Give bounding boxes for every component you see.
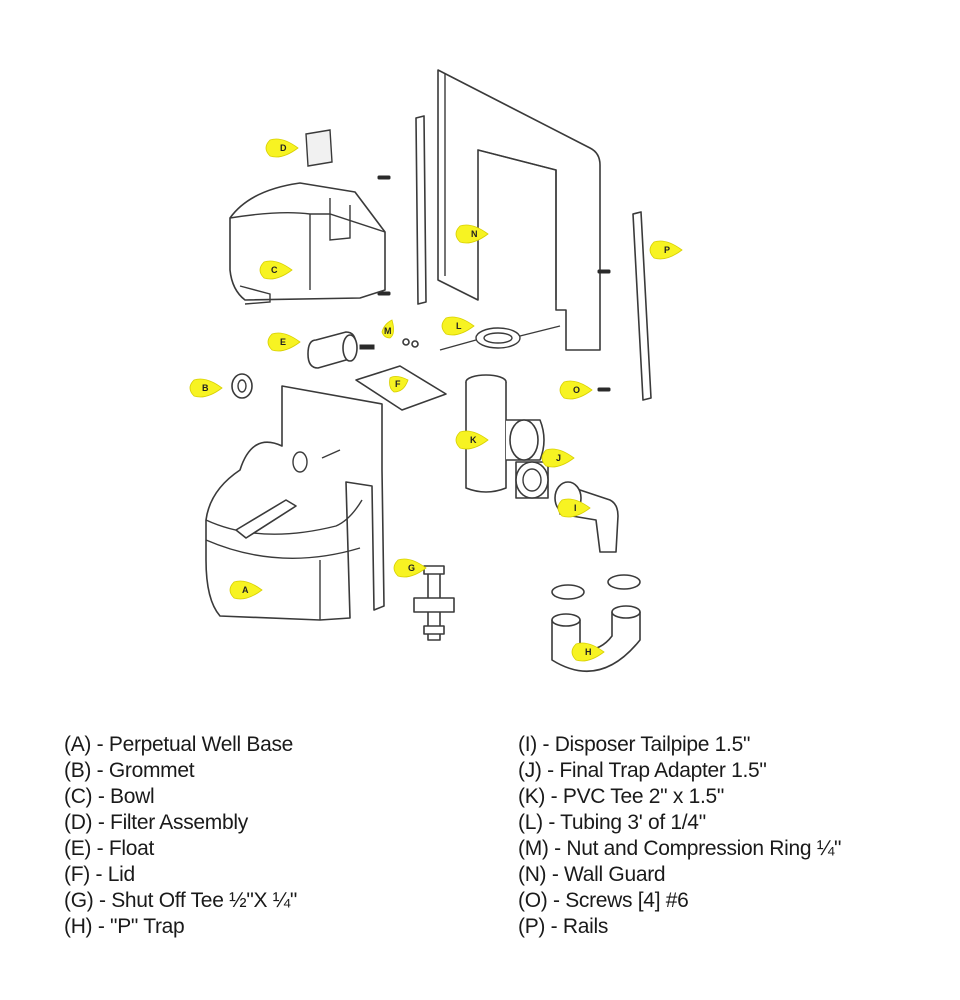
callout-label: C: [271, 265, 278, 275]
filter-assembly: [305, 129, 333, 167]
callout-label: B: [202, 383, 209, 393]
callout-label: E: [280, 337, 286, 347]
legend-item: (B) - Grommet: [64, 758, 297, 784]
callout-G: G: [393, 558, 427, 578]
callout-J: J: [541, 448, 575, 468]
legend-item: (A) - Perpetual Well Base: [64, 732, 297, 758]
callout-label: N: [471, 229, 478, 239]
callout-label: H: [585, 647, 592, 657]
callout-M: M: [381, 319, 394, 339]
screws: [377, 175, 611, 392]
callout-A: A: [229, 580, 263, 600]
legend-description: - PVC Tee 2" x 1.5": [550, 785, 725, 808]
callout-N: N: [455, 224, 489, 244]
callout-label: P: [664, 245, 670, 255]
legend-code: (F): [64, 863, 90, 886]
legend-code: (N): [518, 863, 547, 886]
legend-code: (J): [518, 759, 542, 782]
legend-description: - Float: [96, 837, 155, 860]
legend-item: (N) - Wall Guard: [518, 862, 841, 888]
callout-I: I: [557, 498, 591, 518]
legend-description: - Perpetual Well Base: [96, 733, 294, 756]
callout-label: G: [408, 563, 415, 573]
callout-P: P: [649, 240, 683, 260]
legend-code: (H): [64, 915, 93, 938]
legend-item: (C) - Bowl: [64, 784, 297, 810]
final-trap-adapter: [515, 461, 549, 499]
legend-description: - "P" Trap: [97, 915, 185, 938]
legend-code: (O): [518, 889, 548, 912]
exploded-parts-diagram: D C N P E M L B F O K J: [189, 69, 683, 673]
legend-code: (P): [518, 915, 546, 938]
legend-item: (K) - PVC Tee 2" x 1.5": [518, 784, 841, 810]
bowl: [229, 182, 386, 305]
wall-guard: [437, 69, 601, 351]
pvc-tee: [465, 374, 545, 493]
legend-description: - Lid: [95, 863, 135, 886]
legend-code: (A): [64, 733, 92, 756]
legend-item: (J) - Final Trap Adapter 1.5": [518, 758, 841, 784]
legend-description: - Rails: [550, 915, 609, 938]
legend-description: - Screws [4] #6: [552, 889, 689, 912]
legend-code: (K): [518, 785, 546, 808]
callout-label: K: [470, 435, 477, 445]
legend-code: (C): [64, 785, 93, 808]
callout-label: L: [456, 321, 462, 331]
shut-off-tee: [413, 565, 455, 641]
float: [307, 331, 375, 369]
legend-code: (M): [518, 837, 549, 860]
callout-label: O: [573, 385, 580, 395]
legend-description: - Nut and Compression Ring ¼": [554, 837, 842, 860]
callout-H: H: [571, 642, 605, 662]
legend-description: - Grommet: [96, 759, 195, 782]
callout-label: J: [556, 453, 561, 463]
legend-code: (G): [64, 889, 94, 912]
legend-description: - Disposer Tailpipe 1.5": [542, 733, 751, 756]
callout-E: E: [267, 332, 301, 352]
legend-description: - Shut Off Tee ½"X ¼": [98, 889, 298, 912]
callout-D: D: [265, 138, 299, 158]
callout-O: O: [559, 380, 593, 400]
callout-label: A: [242, 585, 249, 595]
callout-label: F: [395, 379, 401, 389]
tubing: [439, 325, 561, 351]
legend-item: (D) - Filter Assembly: [64, 810, 297, 836]
callout-F: F: [389, 376, 409, 393]
legend-item: (E) - Float: [64, 836, 297, 862]
legend-item: (P) - Rails: [518, 914, 841, 940]
legend-code: (L): [518, 811, 543, 834]
left-rail: [415, 115, 427, 305]
legend-code: (B): [64, 759, 92, 782]
callout-L: L: [441, 316, 475, 336]
legend-right-column: (I) - Disposer Tailpipe 1.5"(J) - Final …: [518, 732, 842, 940]
legend-description: - Filter Assembly: [97, 811, 248, 834]
callout-K: K: [455, 430, 489, 450]
legend-description: - Bowl: [97, 785, 155, 808]
legend-description: - Wall Guard: [551, 863, 666, 886]
callout-C: C: [259, 260, 293, 280]
callout-label: D: [280, 143, 287, 153]
legend-code: (E): [64, 837, 92, 860]
legend-description: - Tubing 3' of 1/4": [548, 811, 706, 834]
callout-label: M: [384, 326, 392, 336]
right-rail: [632, 211, 652, 401]
legend-code: (D): [64, 811, 93, 834]
perpetual-well-base: [205, 385, 385, 621]
legend-item: (H) - "P" Trap: [64, 914, 297, 940]
legend-item: (F) - Lid: [64, 862, 297, 888]
legend-left-column: (A) - Perpetual Well Base(B) - Grommet(C…: [64, 732, 297, 940]
nut-and-compression-ring: [402, 338, 419, 348]
legend-code: (I): [518, 733, 537, 756]
legend-item: (I) - Disposer Tailpipe 1.5": [518, 732, 841, 758]
callout-B: B: [189, 378, 223, 398]
legend-description: - Final Trap Adapter 1.5": [547, 759, 767, 782]
callout-label: I: [574, 503, 577, 513]
legend-item: (G) - Shut Off Tee ½"X ¼": [64, 888, 297, 914]
grommet: [231, 373, 253, 399]
legend-item: (O) - Screws [4] #6: [518, 888, 841, 914]
legend-item: (M) - Nut and Compression Ring ¼": [518, 836, 842, 862]
legend-item: (L) - Tubing 3' of 1/4": [518, 810, 841, 836]
